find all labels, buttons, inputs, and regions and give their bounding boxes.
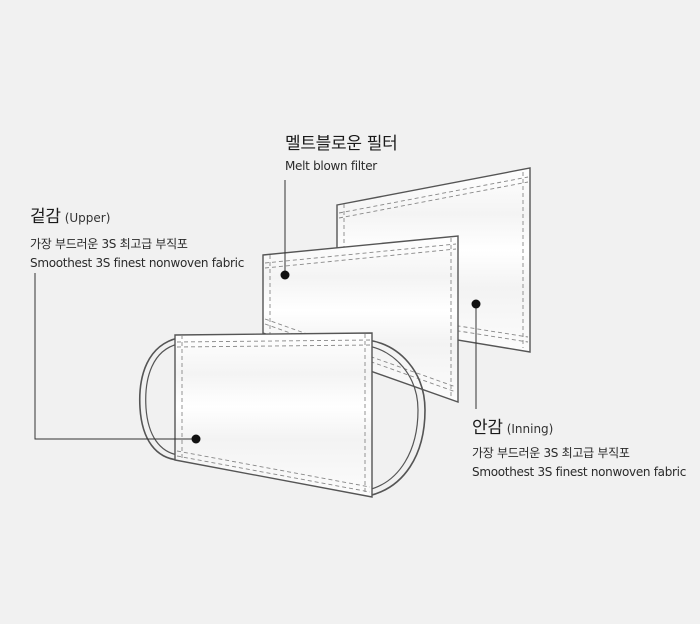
right-ear-loop-inner [367,345,419,491]
right-ear-loop [367,339,426,497]
inner-layer-title: 안감(Inning) [472,413,686,438]
left-ear-loop [138,337,179,461]
outer-leader-line [34,273,196,440]
outer-shell-layer [138,332,426,498]
outer-marker-dot [191,434,201,444]
inner-layer-label: 안감(Inning) 가장 부드러운 3S 최고급 부직포 Smoothest … [472,413,686,482]
outer-layer-title: 겉감(Upper) [30,202,244,227]
outer-layer-title-en: (Upper) [64,211,111,225]
inner-layer-title-en: (Inning) [506,422,554,436]
inner-layer-desc-en: Smoothest 3S finest nonwoven fabric [472,465,687,479]
outer-layer-label: 겉감(Upper) 가장 부드러운 3S 최고급 부직포 Smoothest 3… [30,202,244,273]
outer-layer-desc-ko: 가장 부드러운 3S 최고급 부직포 [30,237,188,251]
middle-marker-dot [280,270,290,280]
outer-layer-desc-en: Smoothest 3S finest nonwoven fabric [30,256,245,270]
middle-layer-label: 멜트블로운 필터 Melt blown filter [285,129,398,176]
left-ear-loop-inner [145,343,179,456]
outer-layer-title-ko: 겉감 [30,207,61,227]
middle-layer-title: 멜트블로운 필터 [285,134,398,154]
inner-layer-title-ko: 안감 [472,418,503,438]
inner-marker-dot [471,299,481,309]
inner-layer-desc-ko: 가장 부드러운 3S 최고급 부직포 [472,446,630,460]
middle-layer-subtitle: Melt blown filter [285,159,377,173]
